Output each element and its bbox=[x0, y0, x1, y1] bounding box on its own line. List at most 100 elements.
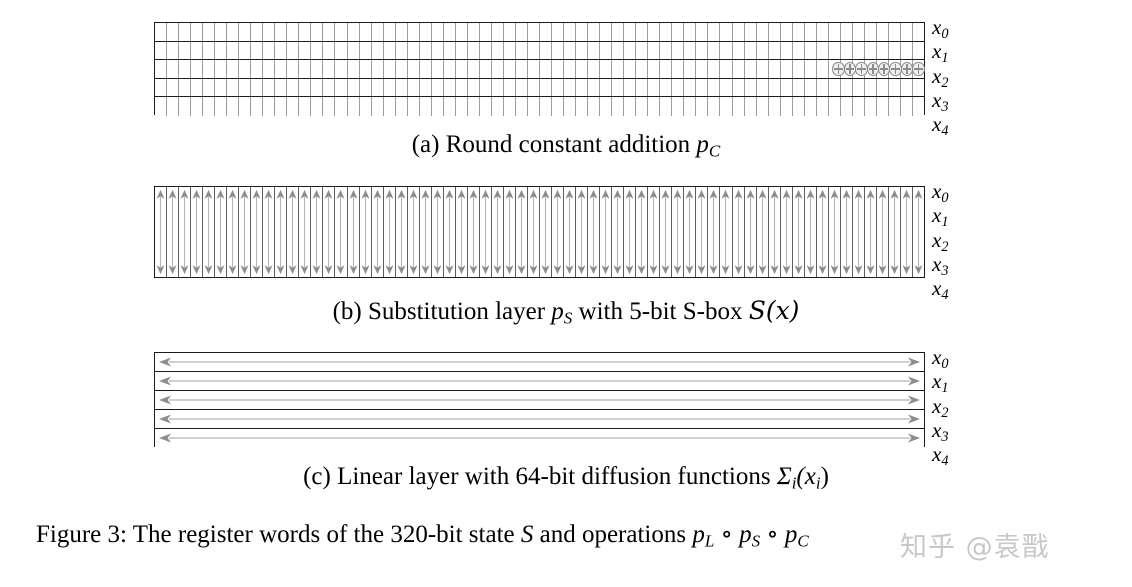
bit-cell bbox=[155, 41, 168, 60]
bit-cell bbox=[745, 23, 757, 41]
bit-cell bbox=[408, 78, 420, 97]
bit-cell bbox=[420, 23, 432, 41]
sbox-column bbox=[636, 187, 649, 277]
bit-cell bbox=[660, 41, 673, 60]
bit-cell bbox=[299, 97, 312, 116]
bit-cell bbox=[648, 78, 661, 97]
sbox-double-arrow-icon bbox=[830, 189, 839, 275]
bit-cell bbox=[781, 41, 793, 60]
sbox-double-arrow-icon bbox=[746, 189, 755, 275]
bit-cell bbox=[552, 23, 565, 41]
bit-cell bbox=[179, 78, 192, 97]
bit-cell bbox=[167, 60, 180, 78]
bit-cell bbox=[227, 78, 240, 97]
bit-cell bbox=[504, 97, 516, 116]
bit-cell bbox=[745, 60, 757, 78]
bit-cell bbox=[865, 78, 877, 97]
bit-cell bbox=[696, 60, 709, 78]
sbox-column bbox=[215, 187, 228, 277]
bit-cell bbox=[480, 78, 492, 97]
bit-cell bbox=[360, 60, 372, 78]
bit-cell bbox=[540, 60, 553, 78]
sbox-column bbox=[769, 187, 781, 277]
diffusion-arrow bbox=[157, 432, 922, 444]
bit-cell bbox=[576, 60, 589, 78]
bit-cell bbox=[720, 78, 733, 97]
sbox-double-arrow-icon bbox=[517, 189, 526, 275]
bit-cell bbox=[432, 60, 444, 78]
sbox-double-arrow-icon bbox=[288, 189, 297, 275]
bit-cell bbox=[239, 41, 252, 60]
register-label-x1: x1 bbox=[932, 203, 949, 231]
sbox-double-arrow-icon bbox=[312, 189, 321, 275]
bit-cell bbox=[901, 41, 913, 60]
bit-cell bbox=[360, 41, 372, 60]
bit-cell bbox=[311, 97, 324, 116]
bit-cell bbox=[817, 60, 829, 78]
sbox-double-arrow-icon bbox=[878, 189, 887, 275]
register-label-x3: x3 bbox=[932, 417, 949, 445]
sbox-double-arrow-icon bbox=[758, 189, 767, 275]
bit-cell bbox=[203, 23, 216, 41]
bit-cell bbox=[588, 41, 601, 60]
bit-cell bbox=[841, 78, 853, 97]
bit-cell bbox=[348, 41, 360, 60]
bit-cell bbox=[480, 41, 492, 60]
sbox-double-arrow-icon bbox=[300, 189, 309, 275]
sbox-double-arrow-icon bbox=[697, 189, 706, 275]
bit-cell bbox=[263, 60, 276, 78]
caption-c-label: (c) bbox=[303, 463, 331, 490]
bit-cell bbox=[913, 23, 924, 41]
bit-cell bbox=[877, 23, 889, 41]
sbox-column bbox=[552, 187, 565, 277]
sbox-column bbox=[456, 187, 468, 277]
bit-cell bbox=[408, 60, 420, 78]
sbox-double-arrow-icon bbox=[661, 189, 670, 275]
sbox-column bbox=[480, 187, 492, 277]
bit-cell bbox=[757, 23, 769, 41]
bit-cell bbox=[733, 60, 745, 78]
bit-cell bbox=[408, 23, 420, 41]
sbox-double-arrow-icon bbox=[409, 189, 418, 275]
sbox-column bbox=[733, 187, 745, 277]
bit-cell bbox=[396, 78, 408, 97]
bit-cell bbox=[588, 60, 601, 78]
register-row bbox=[155, 60, 925, 79]
sbox-column bbox=[504, 187, 516, 277]
bit-cell bbox=[227, 97, 240, 116]
sbox-double-arrow-icon bbox=[818, 189, 827, 275]
caption-b-label: (b) bbox=[332, 298, 362, 325]
bit-cell bbox=[179, 97, 192, 116]
diffusion-arrow bbox=[157, 356, 922, 368]
bit-cell bbox=[684, 23, 697, 41]
xor-operator-strip bbox=[832, 60, 925, 78]
sbox-double-arrow-icon bbox=[421, 189, 430, 275]
sbox-double-arrow-icon bbox=[469, 189, 478, 275]
register-row bbox=[155, 23, 924, 42]
sbox-double-arrow-icon bbox=[481, 189, 490, 275]
register-row bbox=[155, 371, 924, 391]
bit-cell bbox=[348, 60, 360, 78]
sbox-double-arrow-icon bbox=[264, 189, 273, 275]
bit-column-grid bbox=[155, 97, 924, 116]
bit-cell bbox=[191, 41, 204, 60]
caption-b-symbol-subscript: S bbox=[563, 308, 573, 328]
sbox-column bbox=[745, 187, 757, 277]
bit-cell bbox=[384, 78, 396, 97]
bit-cell bbox=[745, 41, 757, 60]
bit-cell bbox=[335, 97, 348, 116]
bit-cell bbox=[444, 41, 456, 60]
bit-cell bbox=[480, 60, 492, 78]
bit-cell bbox=[841, 97, 853, 116]
bit-cell bbox=[528, 23, 540, 41]
sbox-column bbox=[877, 187, 889, 277]
caption-c-symbol-subscript: i bbox=[791, 473, 797, 493]
sbox-column bbox=[853, 187, 865, 277]
caption-b-text-2: with 5-bit S-box bbox=[578, 298, 743, 325]
bit-cell bbox=[600, 60, 613, 78]
figure-caption-prefix: Figure 3: The register words of the bbox=[36, 521, 391, 548]
sbox-column bbox=[720, 187, 733, 277]
bit-cell bbox=[720, 97, 733, 116]
bit-cell bbox=[167, 23, 180, 41]
bit-cell bbox=[444, 78, 456, 97]
